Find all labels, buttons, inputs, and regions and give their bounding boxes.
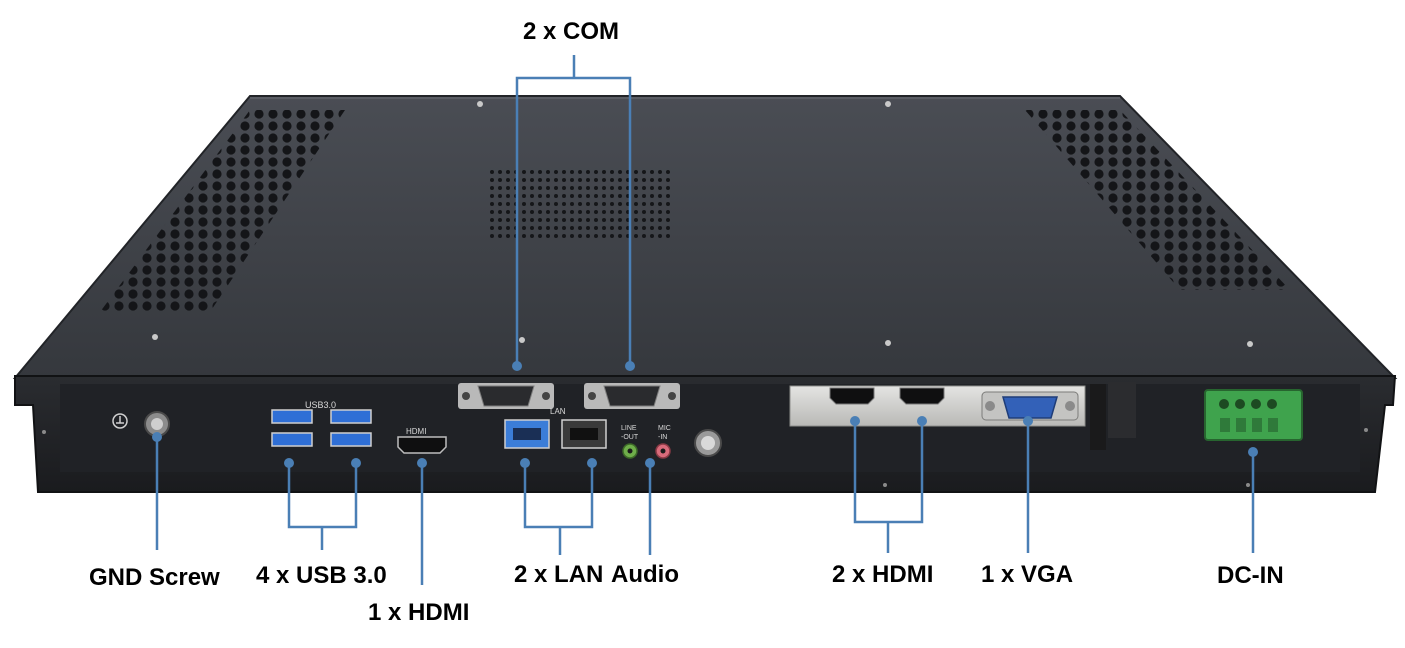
callout-hdmi-single: 1 x HDMI [368,599,470,626]
lan-ports: LAN [504,407,607,449]
left-vent-grid [100,110,345,312]
right-vent-grid [1025,110,1290,290]
com-ports [458,383,680,409]
callout-vga: 1 x VGA [981,561,1074,588]
callout-com: 2 x COM [523,18,620,45]
lan-panel-label: LAN [550,407,566,416]
callout-gnd-screw: GND Screw [89,564,220,591]
leader-dots [152,361,1258,468]
ground-symbol-icon [112,413,128,429]
usb-panel-label: USB3.0 [305,400,336,410]
dc-in-terminal-block [1204,389,1303,441]
hdmi-port-dual-b [899,387,945,405]
mic-in-label-top: MIC [658,425,671,432]
callout-hdmi-dual: 2 x HDMI [832,561,934,588]
leader-lines [155,55,1255,585]
callout-audio: Audio [611,561,679,588]
top-screws [152,101,1253,347]
hdmi-panel-label: HDMI [406,427,426,436]
hdmi-port-single: HDMI [397,427,447,454]
chassis [12,95,1398,493]
power-button [694,429,722,457]
usb-3-ports: USB3.0 [271,400,372,447]
callout-dc-in: DC-IN [1217,562,1284,589]
center-vent-grid [490,170,670,240]
lan-leader [523,463,594,529]
line-out-label-bottom: -OUT [621,434,639,441]
audio-jacks: LINE -OUT MIC -IN [621,425,671,459]
expansion-bracket [789,382,1136,450]
vga-port [981,391,1079,421]
hdmi-port-dual-a [829,387,875,405]
callout-lan: 2 x LAN [514,561,604,588]
callout-usb: 4 x USB 3.0 [256,562,387,589]
line-out-label-top: LINE [621,425,637,432]
mic-in-label-bottom: -IN [658,434,667,441]
